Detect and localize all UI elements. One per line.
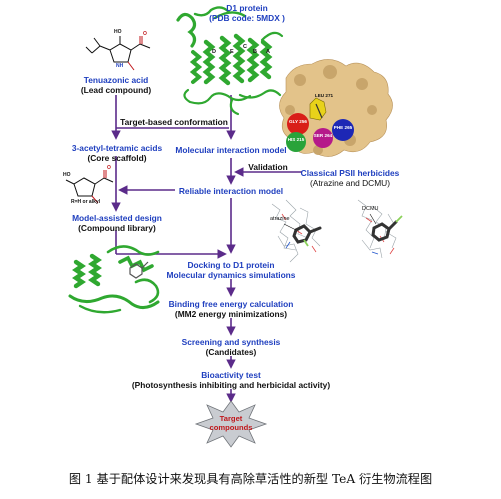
- residue-phe: PHE 265: [333, 125, 353, 130]
- d1-pdb-code: (PDB code: 5MDX ): [209, 13, 285, 23]
- model-assisted-design: Model-assisted design: [72, 213, 162, 223]
- dcmu-label: DCMU: [362, 206, 379, 212]
- docking-d1-label: Docking to D1 protein: [187, 260, 275, 270]
- atrazine-label: atrazine: [270, 216, 290, 222]
- target-compounds-line2: compounds: [209, 423, 253, 432]
- scaffold-r-label: R=H or alkyl: [71, 199, 101, 205]
- tea-o-label: O: [143, 31, 147, 37]
- residue-leu: LEU 271: [314, 93, 334, 98]
- helix-label-b: B: [253, 49, 257, 55]
- scaffold-ho-label: HO: [63, 172, 71, 178]
- binding-energy-label: Binding free energy calculation: [168, 299, 294, 309]
- lead-compound-label: (Lead compound): [80, 85, 152, 95]
- tea-ho-label: HO: [114, 29, 122, 35]
- reliable-interaction-model: Reliable interaction model: [178, 186, 284, 196]
- bioactivity-test-label: Bioactivity test: [201, 370, 261, 380]
- d1-protein-title: D1 protein: [226, 3, 268, 13]
- tea-nh-label: NH: [116, 63, 124, 69]
- candidates-label: (Candidates): [205, 347, 257, 357]
- core-scaffold-name: 3-acetyl-tetramic acids: [71, 143, 163, 153]
- psii-examples-label: (Atrazine and DCMU): [309, 178, 391, 188]
- screening-synthesis-label: Screening and synthesis: [181, 337, 281, 347]
- validation-label: Validation: [248, 162, 288, 172]
- target-based-label: Target-based conformation: [120, 117, 228, 127]
- helix-label-e: E: [230, 49, 234, 55]
- helix-label-c: C: [243, 44, 247, 50]
- scaffold-o-label: O: [107, 165, 111, 171]
- molecular-interaction-model: Molecular interaction model: [175, 145, 287, 155]
- helix-label-d: D: [212, 49, 216, 55]
- helix-label-a: A: [266, 49, 270, 55]
- mm2-minimization-label: (MM2 energy minimizations): [174, 309, 288, 319]
- bioactivity-detail-label: (Photosynthesis inhibiting and herbicida…: [131, 380, 331, 390]
- tenuazonic-acid-label: Tenuazonic acid: [83, 75, 149, 85]
- residue-gly: GLY 256: [289, 119, 307, 124]
- residue-ser: SER 264: [313, 133, 333, 138]
- target-compounds-line1: Target: [219, 414, 243, 423]
- residue-his: HIS 215: [287, 137, 305, 142]
- compound-library-label: (Compound library): [78, 223, 156, 233]
- md-simulations-label: Molecular dynamics simulations: [166, 270, 296, 280]
- figure-caption: 图 1 基于配体设计来发现具有高除草活性的新型 TeA 衍生物流程图: [68, 472, 433, 486]
- psii-herbicides-label: Classical PSII herbicides: [300, 168, 400, 178]
- core-scaffold-role: (Core scaffold): [87, 153, 147, 163]
